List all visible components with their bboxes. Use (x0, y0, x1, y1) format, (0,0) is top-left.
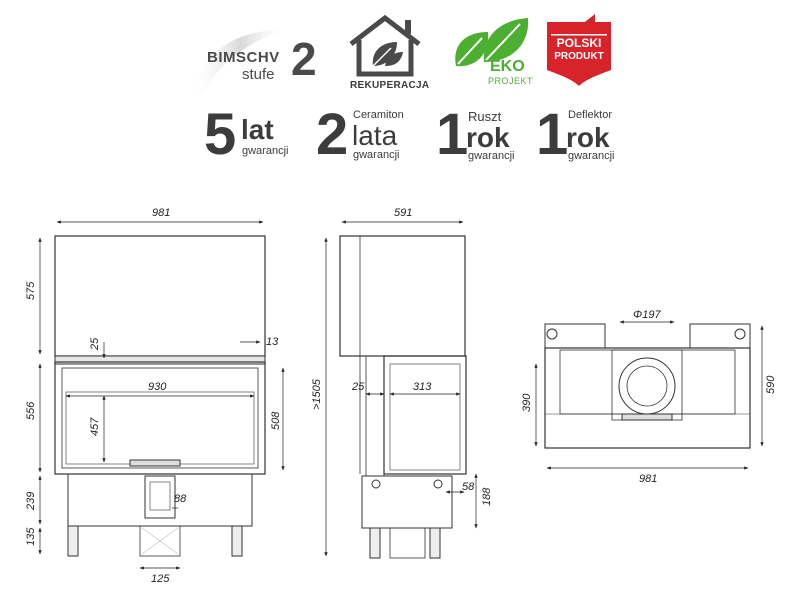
warranty-caption: gwarancji (242, 145, 289, 157)
bimschv-number: 2 (291, 33, 317, 85)
bimschv-badge: BIMSCHV stufe 2 (180, 22, 330, 94)
top-depth2-label: 590 (765, 375, 777, 394)
side-tube-height-label: 188 (481, 487, 493, 506)
warranty-number: 1 (536, 102, 569, 167)
front-duct-label: 125 (151, 573, 170, 585)
eko-badge: EKO PROJEKT (450, 14, 540, 94)
top-width-label: 981 (639, 473, 657, 485)
green-leaves-icon (455, 18, 529, 67)
warranty-caption: gwarancji (353, 149, 400, 161)
front-view (54, 235, 266, 557)
warranty-caption: gwarancji (568, 150, 615, 162)
side-gap-label: 25 (351, 381, 365, 393)
warranty-1-rok-ruszt: 1 Ruszt rok gwarancji (436, 106, 536, 166)
front-h-mid-label: 556 (25, 401, 37, 420)
warranty-unit: lat (241, 114, 274, 145)
side-view (339, 235, 467, 559)
front-glass-width-label: 930 (148, 381, 167, 393)
polski-produkt-badge: POLSKI PRODUKT (545, 14, 613, 86)
eko-small-text: PROJEKT (488, 76, 534, 86)
polski-line1: POLSKI (556, 36, 602, 50)
bimschv-title: BIMSCHV (207, 49, 280, 66)
side-depth-label: 591 (394, 207, 412, 219)
bimschv-sub: stufe (242, 66, 275, 83)
front-gap-label: 25 (89, 337, 101, 351)
warranty-topic: Ruszt (468, 109, 502, 124)
bimschv-swoosh (190, 28, 290, 94)
front-h-leg-label: 135 (25, 527, 37, 546)
warranty-unit: rok (566, 122, 610, 153)
house-leaf-icon (349, 14, 421, 77)
side-tube-label: 58 (462, 481, 475, 493)
warranty-1-rok-deflektor: 1 Deflektor rok gwarancji (536, 106, 636, 166)
warranty-2-lata: 2 Ceramiton lata gwarancji (316, 106, 426, 166)
warranty-5-lat: 5 lat gwarancji (204, 106, 314, 166)
rekuperacja-badge: REKUPERACJA (345, 12, 429, 92)
front-inlet-label: 88 (174, 493, 187, 505)
warranty-topic: Ceramiton (353, 109, 404, 121)
rekuperacja-label: REKUPERACJA (350, 80, 430, 91)
front-frame-height-label: 508 (270, 411, 282, 430)
warranty-caption: gwarancji (468, 150, 515, 162)
polski-line2: PRODUKT (554, 51, 604, 62)
top-depth-label: 390 (521, 393, 533, 412)
front-h-low-label: 239 (25, 492, 37, 511)
top-flue-label: Φ197 (633, 309, 661, 321)
polski-produkt-shield (547, 14, 611, 86)
eko-big-text: EKO (490, 58, 525, 75)
warranty-number: 5 (204, 102, 237, 167)
warranty-unit: lata (352, 120, 398, 151)
warranty-unit: rok (466, 122, 510, 153)
warranty-number: 2 (316, 102, 349, 167)
side-total-label: >1505 (311, 378, 323, 410)
side-glass-label: 313 (413, 381, 432, 393)
warranty-number: 1 (436, 102, 469, 167)
front-h-top-label: 575 (25, 281, 37, 300)
top-view (544, 323, 751, 449)
front-edge-label: 13 (266, 336, 279, 348)
warranty-topic: Deflektor (568, 109, 613, 121)
front-glass-height-label: 457 (89, 417, 101, 436)
front-width-label: 981 (152, 207, 170, 219)
